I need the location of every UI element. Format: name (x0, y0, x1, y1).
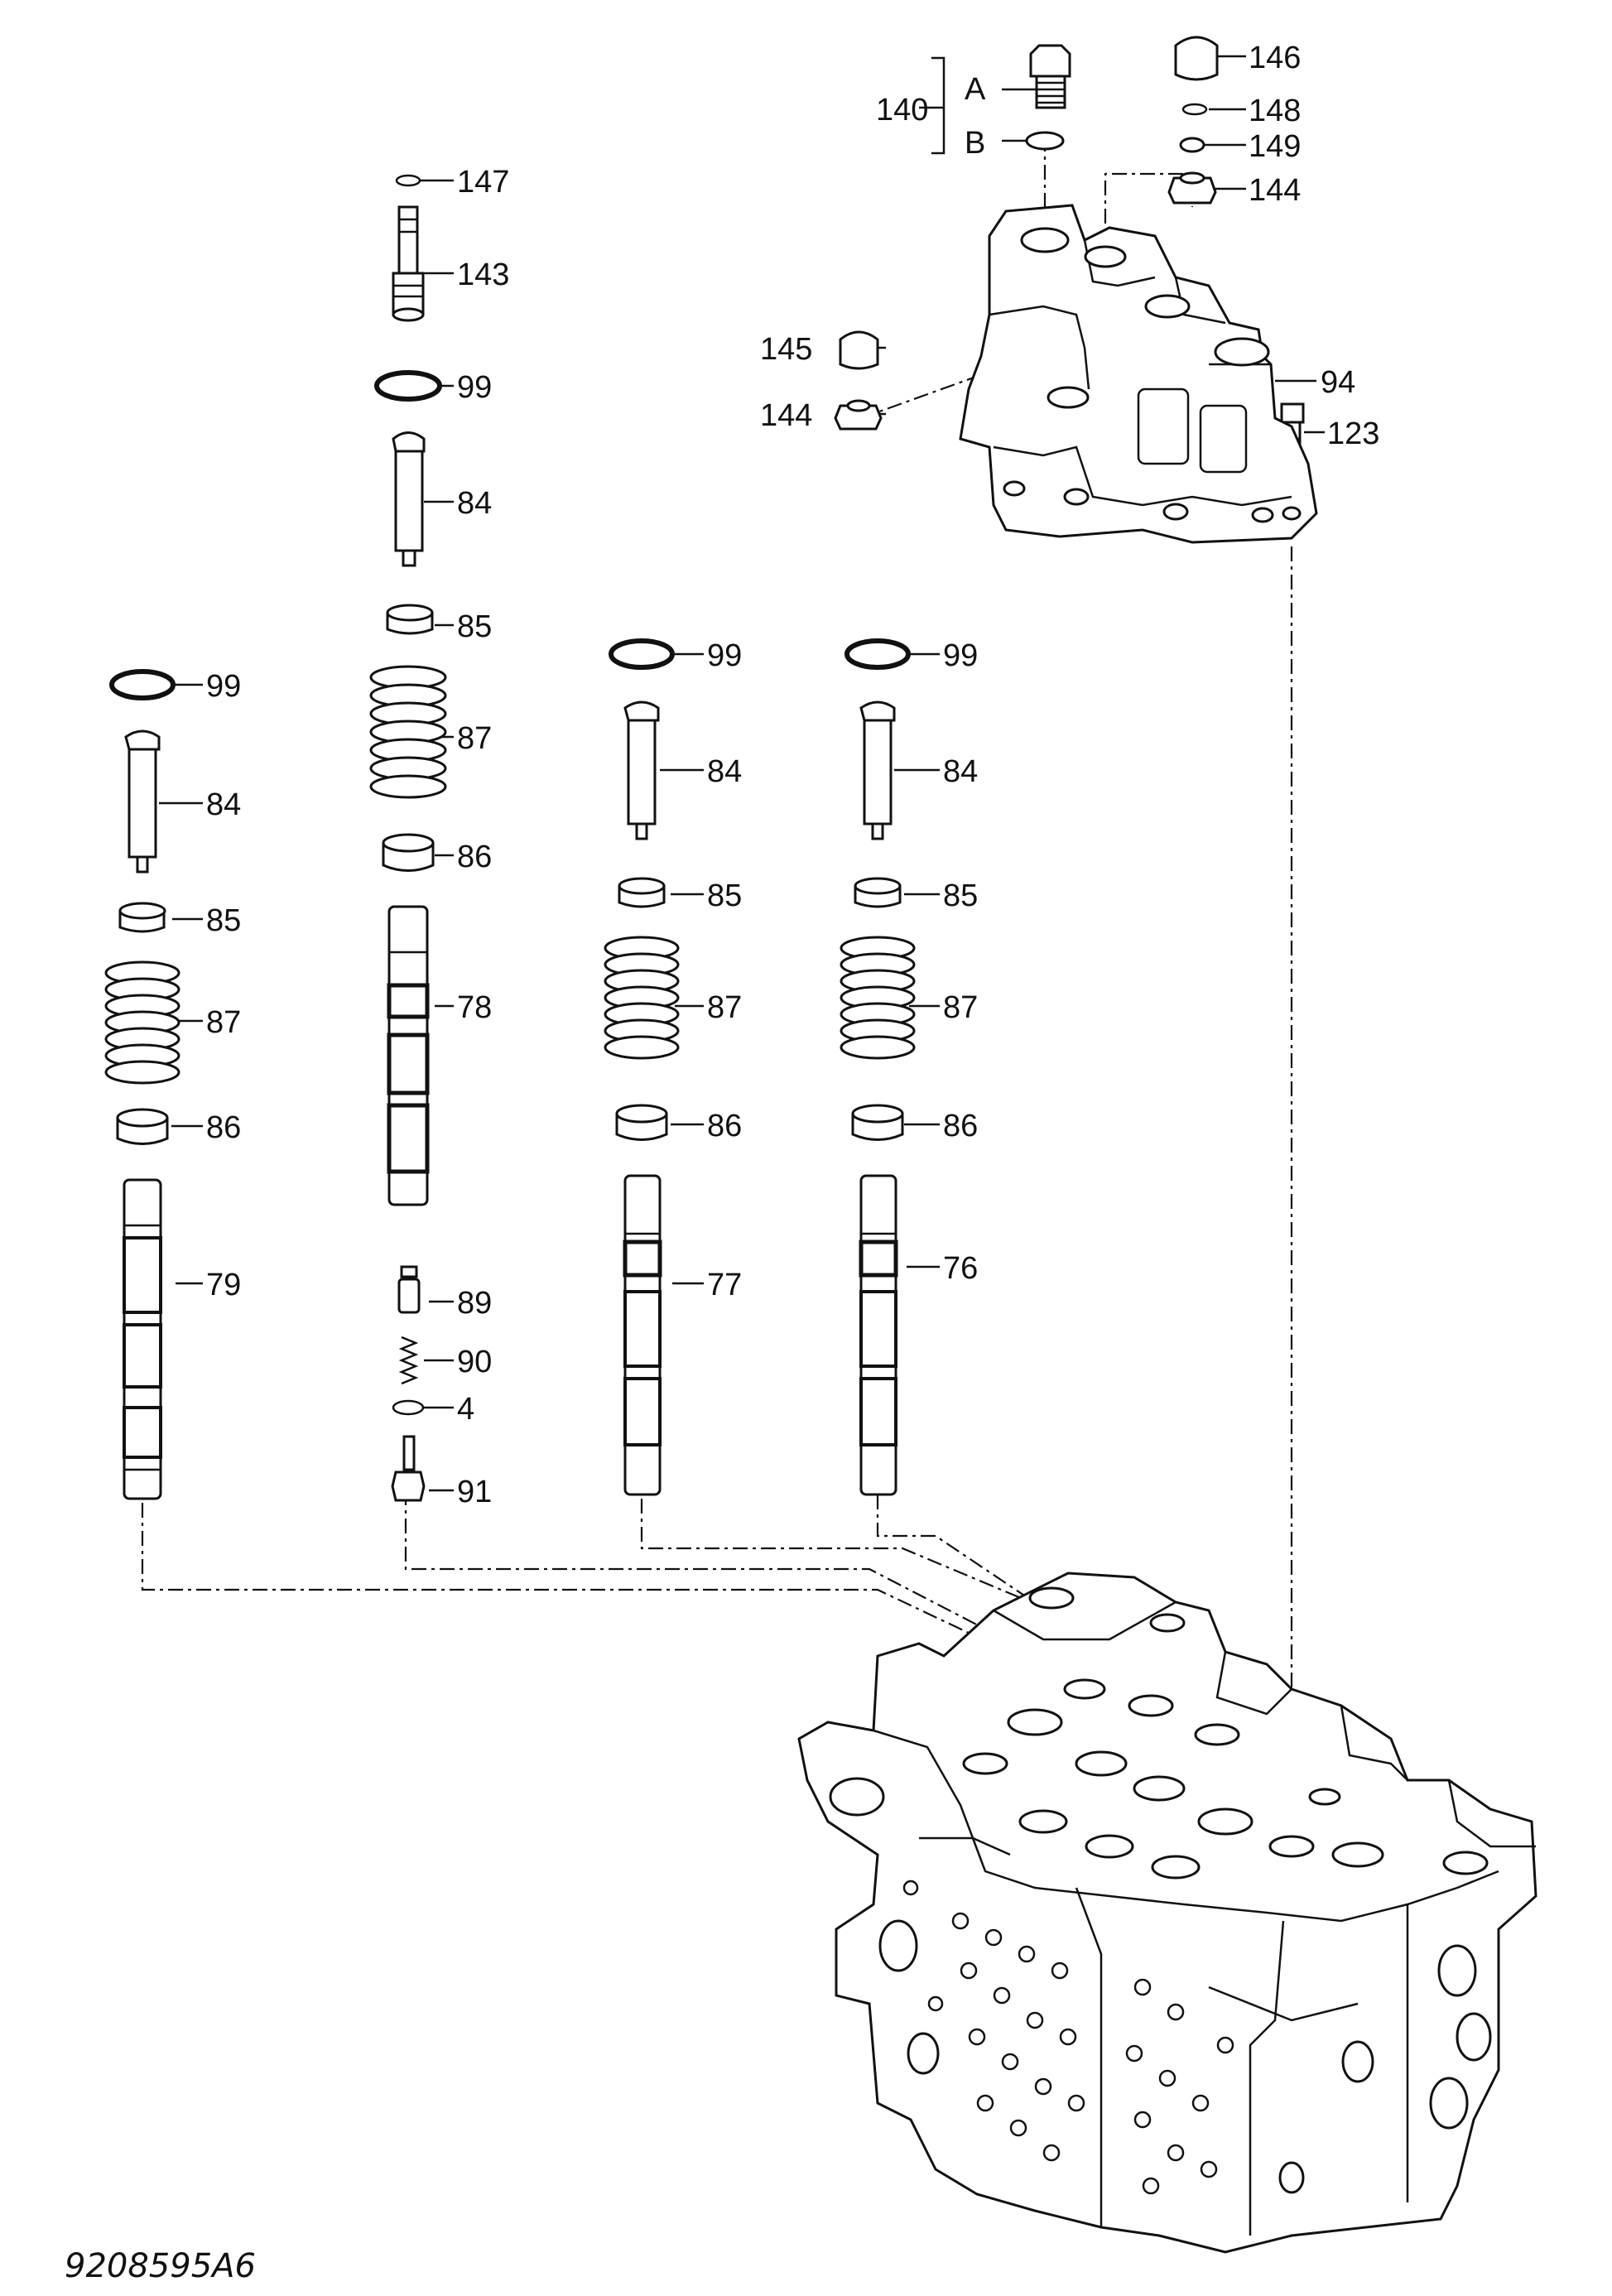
cap-146 (1174, 36, 1219, 81)
callout-stack3-99: 99 (707, 638, 742, 673)
callout-stack4-87: 87 (943, 990, 978, 1025)
callout-144-left: 144 (760, 398, 812, 433)
callout-145: 145 (760, 332, 812, 367)
nut-144-top (1167, 171, 1217, 205)
sub-label-b: B (965, 126, 985, 161)
group-label-140: 140 (876, 93, 928, 128)
callout-stack2-84: 84 (457, 486, 492, 521)
callout-stack4-86: 86 (943, 1109, 978, 1143)
callout-stack1-85: 85 (206, 903, 241, 938)
callout-stack4-76: 76 (943, 1251, 978, 1286)
snap-ring-148 (1181, 103, 1208, 116)
callout-stack1-84: 84 (206, 787, 241, 822)
callout-144-top: 144 (1249, 173, 1301, 208)
callout-146: 146 (1249, 41, 1301, 75)
callout-stack4-99: 99 (943, 638, 978, 673)
washer-149 (1179, 137, 1205, 153)
callout-stack1-79: 79 (206, 1268, 241, 1302)
spool-stack-79 (104, 669, 180, 1500)
callout-stack1-99: 99 (206, 669, 241, 704)
document-number: 9208595A6 (65, 2247, 256, 2285)
callout-stack3-87: 87 (707, 990, 742, 1025)
callout-stack3-86: 86 (707, 1109, 742, 1143)
callout-149: 149 (1249, 129, 1301, 164)
cap-145 (839, 330, 879, 370)
callout-stack3-85: 85 (707, 878, 742, 913)
callout-143: 143 (457, 258, 509, 292)
callout-94: 94 (1321, 365, 1355, 400)
callout-148: 148 (1249, 94, 1301, 128)
leader-lines (159, 55, 1325, 1492)
callout-stack3-77: 77 (707, 1268, 742, 1302)
callout-stack1-86: 86 (206, 1110, 241, 1145)
callout-stack2-90: 90 (457, 1345, 492, 1379)
callout-stack2-87: 87 (457, 721, 492, 756)
cover-94 (959, 204, 1318, 544)
callout-stack2-86: 86 (457, 840, 492, 874)
callout-stack1-87: 87 (206, 1005, 241, 1040)
callout-stack2-85: 85 (457, 609, 492, 644)
callout-stack2-78: 78 (457, 990, 492, 1025)
callout-stack2-99: 99 (457, 370, 492, 405)
callout-stack4-84: 84 (943, 754, 978, 789)
callout-147: 147 (457, 165, 509, 200)
callout-stack2-4: 4 (457, 1392, 474, 1427)
spool-stack-77 (604, 638, 680, 1496)
plug-140 (1025, 44, 1071, 151)
valve-body (797, 1572, 1537, 2254)
sub-label-a: A (965, 72, 986, 107)
spool-stack-78 (369, 174, 447, 1502)
callout-stack2-91: 91 (457, 1475, 492, 1509)
spool-stack-76 (840, 638, 916, 1496)
callout-stack2-89: 89 (457, 1286, 492, 1321)
callout-stack3-84: 84 (707, 754, 742, 789)
callout-stack4-85: 85 (943, 878, 978, 913)
callout-labels: 140 A B 146 148 149 144 145 144 94 123 1… (65, 41, 1379, 2285)
nut-144-left (834, 399, 883, 431)
callout-123: 123 (1327, 416, 1379, 451)
